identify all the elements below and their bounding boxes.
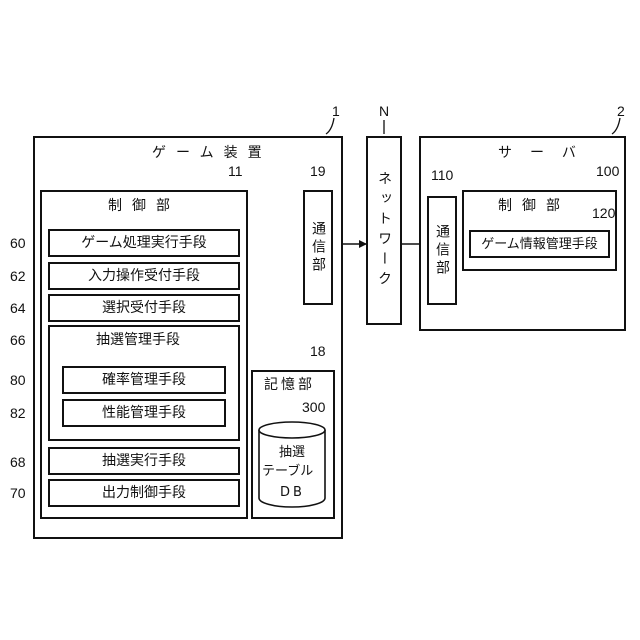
server-comm-label: 通信部 — [432, 224, 452, 278]
ref-server-comm: 110 — [431, 168, 453, 182]
server-control-title: 制御部 — [498, 199, 570, 213]
lottery-mgmt-label: 抽選管理手段 — [96, 333, 180, 347]
lottery-db-line2: テーブル — [262, 465, 313, 478]
device-control-title: 制御部 — [108, 199, 180, 213]
perf-means-label: 性能管理手段 — [102, 406, 186, 420]
ref-select-means: 64 — [10, 301, 26, 315]
network-label: ネットワーク — [374, 171, 394, 291]
exec-means-box: ゲーム処理実行手段 — [48, 229, 240, 257]
ref-prob-means: 80 — [10, 373, 26, 387]
device-comm-label: 通信部 — [308, 221, 328, 275]
prob-means-box: 確率管理手段 — [62, 366, 226, 394]
output-means-label: 出力制御手段 — [102, 486, 186, 500]
game-device-title: ゲーム装置 — [152, 146, 272, 160]
ref-output-means: 70 — [10, 486, 26, 500]
output-means-box: 出力制御手段 — [48, 479, 240, 507]
prob-means-label: 確率管理手段 — [102, 373, 186, 387]
storage-label: 記憶部 — [264, 378, 315, 392]
ref-device-comm: 19 — [310, 164, 326, 178]
server-comm-box: 通信部 — [427, 196, 457, 305]
game-info-mgmt-box: ゲーム情報管理手段 — [469, 230, 610, 258]
ref-input-means: 62 — [10, 269, 26, 283]
lottery-exec-box: 抽選実行手段 — [48, 447, 240, 475]
ref-device-control: 11 — [228, 164, 243, 178]
ref-server: 2 — [617, 104, 625, 118]
input-means-box: 入力操作受付手段 — [48, 262, 240, 290]
ref-lottery-mgmt: 66 — [10, 333, 26, 347]
ref-exec-means: 60 — [10, 236, 26, 250]
ref-server-control: 100 — [596, 164, 619, 178]
device-comm-box: 通信部 — [303, 190, 333, 305]
lottery-db-line3: DB — [280, 486, 305, 499]
ref-lottery-exec: 68 — [10, 455, 26, 469]
ref-storage: 18 — [310, 344, 326, 358]
ref-lottery-db: 300 — [302, 400, 325, 414]
ref-perf-means: 82 — [10, 406, 26, 420]
lottery-exec-label: 抽選実行手段 — [102, 454, 186, 468]
ref-network: N — [379, 104, 389, 118]
ref-game-device: 1 — [332, 104, 340, 118]
select-means-label: 選択受付手段 — [102, 301, 186, 315]
server-title: サーバ — [498, 146, 594, 160]
exec-means-label: ゲーム処理実行手段 — [81, 236, 207, 250]
leader-2 — [612, 118, 620, 134]
game-info-mgmt-label: ゲーム情報管理手段 — [481, 238, 598, 251]
perf-means-box: 性能管理手段 — [62, 399, 226, 427]
lottery-db-line1: 抽選 — [279, 446, 305, 459]
input-means-label: 入力操作受付手段 — [88, 269, 200, 283]
leader-1 — [326, 118, 334, 134]
select-means-box: 選択受付手段 — [48, 294, 240, 322]
ref-game-info-mgmt: 120 — [592, 206, 615, 220]
network-box: ネットワーク — [366, 136, 402, 325]
